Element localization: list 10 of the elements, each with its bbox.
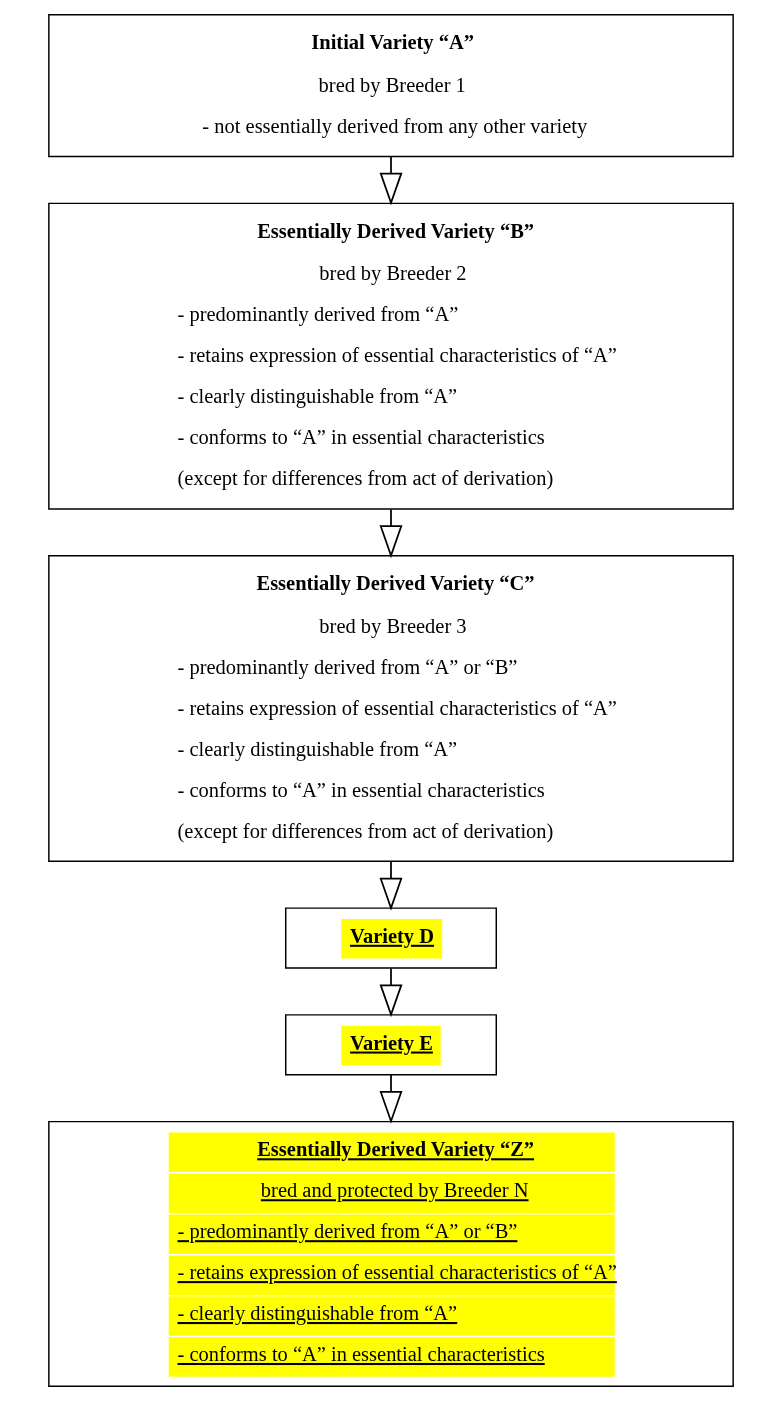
node-box: Initial Variety “A” bred by Breeder 1 - not essentially derived from any other variety bbox=[48, 14, 734, 158]
node-box: Essentially Derived Variety “C” bred by Breeder 3 - predominantly derived from “A” or “B” - retains expression of essential characteristics of “A” - clearly distinguishable from “A” - conforms to “A” in essential characteristics (except for differences from act of derivation) bbox=[48, 555, 734, 863]
arrow bbox=[379, 967, 403, 1018]
arrow bbox=[379, 508, 403, 559]
arrow bbox=[379, 1074, 403, 1124]
node-box: Essentially Derived Variety “B” bred by Breeder 2 - predominantly derived from “A” - retains expression of essential characteristics of “A” - clearly distinguishable from “A” - conforms to “A” in essential characteristics (except for differences from act of derivation) bbox=[48, 202, 734, 510]
node-box: Variety D bbox=[285, 907, 497, 969]
arrow bbox=[379, 155, 403, 206]
arrow bbox=[379, 860, 403, 911]
node-box: Variety E bbox=[285, 1014, 497, 1076]
